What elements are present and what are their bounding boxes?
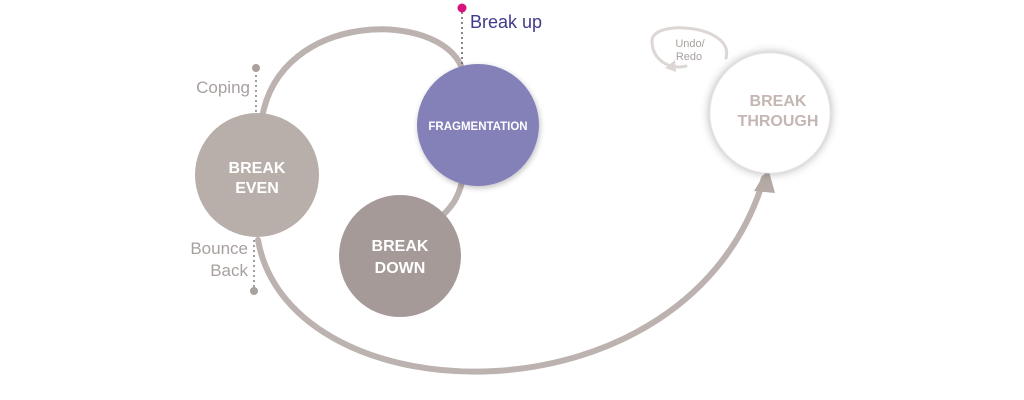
break-up-marker: [457, 3, 467, 13]
flow-arrowhead: [754, 168, 775, 193]
undo-redo-label-line2: Redo: [676, 51, 702, 63]
bounce-back-marker: [250, 287, 258, 295]
coping-label: Coping: [196, 78, 250, 97]
undo-redo-label-line1: Undo/: [675, 38, 705, 50]
fragmentation-node: FRAGMENTATION: [417, 64, 539, 186]
coping-marker: [252, 64, 260, 72]
break-through-node: BREAK THROUGH: [709, 52, 831, 174]
break-down-label-line1: BREAK: [372, 238, 429, 255]
break-even-label-line1: BREAK: [229, 160, 286, 177]
bounce-back-label-line1: Bounce: [190, 239, 248, 258]
break-through-label-line2: THROUGH: [738, 113, 819, 130]
break-up-label: Break up: [470, 12, 542, 32]
bounce-back-label-line2: Back: [210, 261, 248, 280]
break-down-node: BREAK DOWN: [339, 195, 461, 317]
break-through-label-line1: BREAK: [750, 93, 807, 110]
flow-curve-main: [255, 175, 767, 375]
undo-redo-arrow-icon: [665, 60, 676, 72]
break-down-label-line2: DOWN: [375, 260, 426, 277]
connector-fragmentation-breakdown: [441, 179, 465, 217]
flow-curve-loop: [259, 26, 465, 121]
fragmentation-label: FRAGMENTATION: [428, 121, 527, 133]
break-even-node: BREAK EVEN: [195, 113, 319, 237]
break-even-label-line2: EVEN: [235, 180, 279, 197]
